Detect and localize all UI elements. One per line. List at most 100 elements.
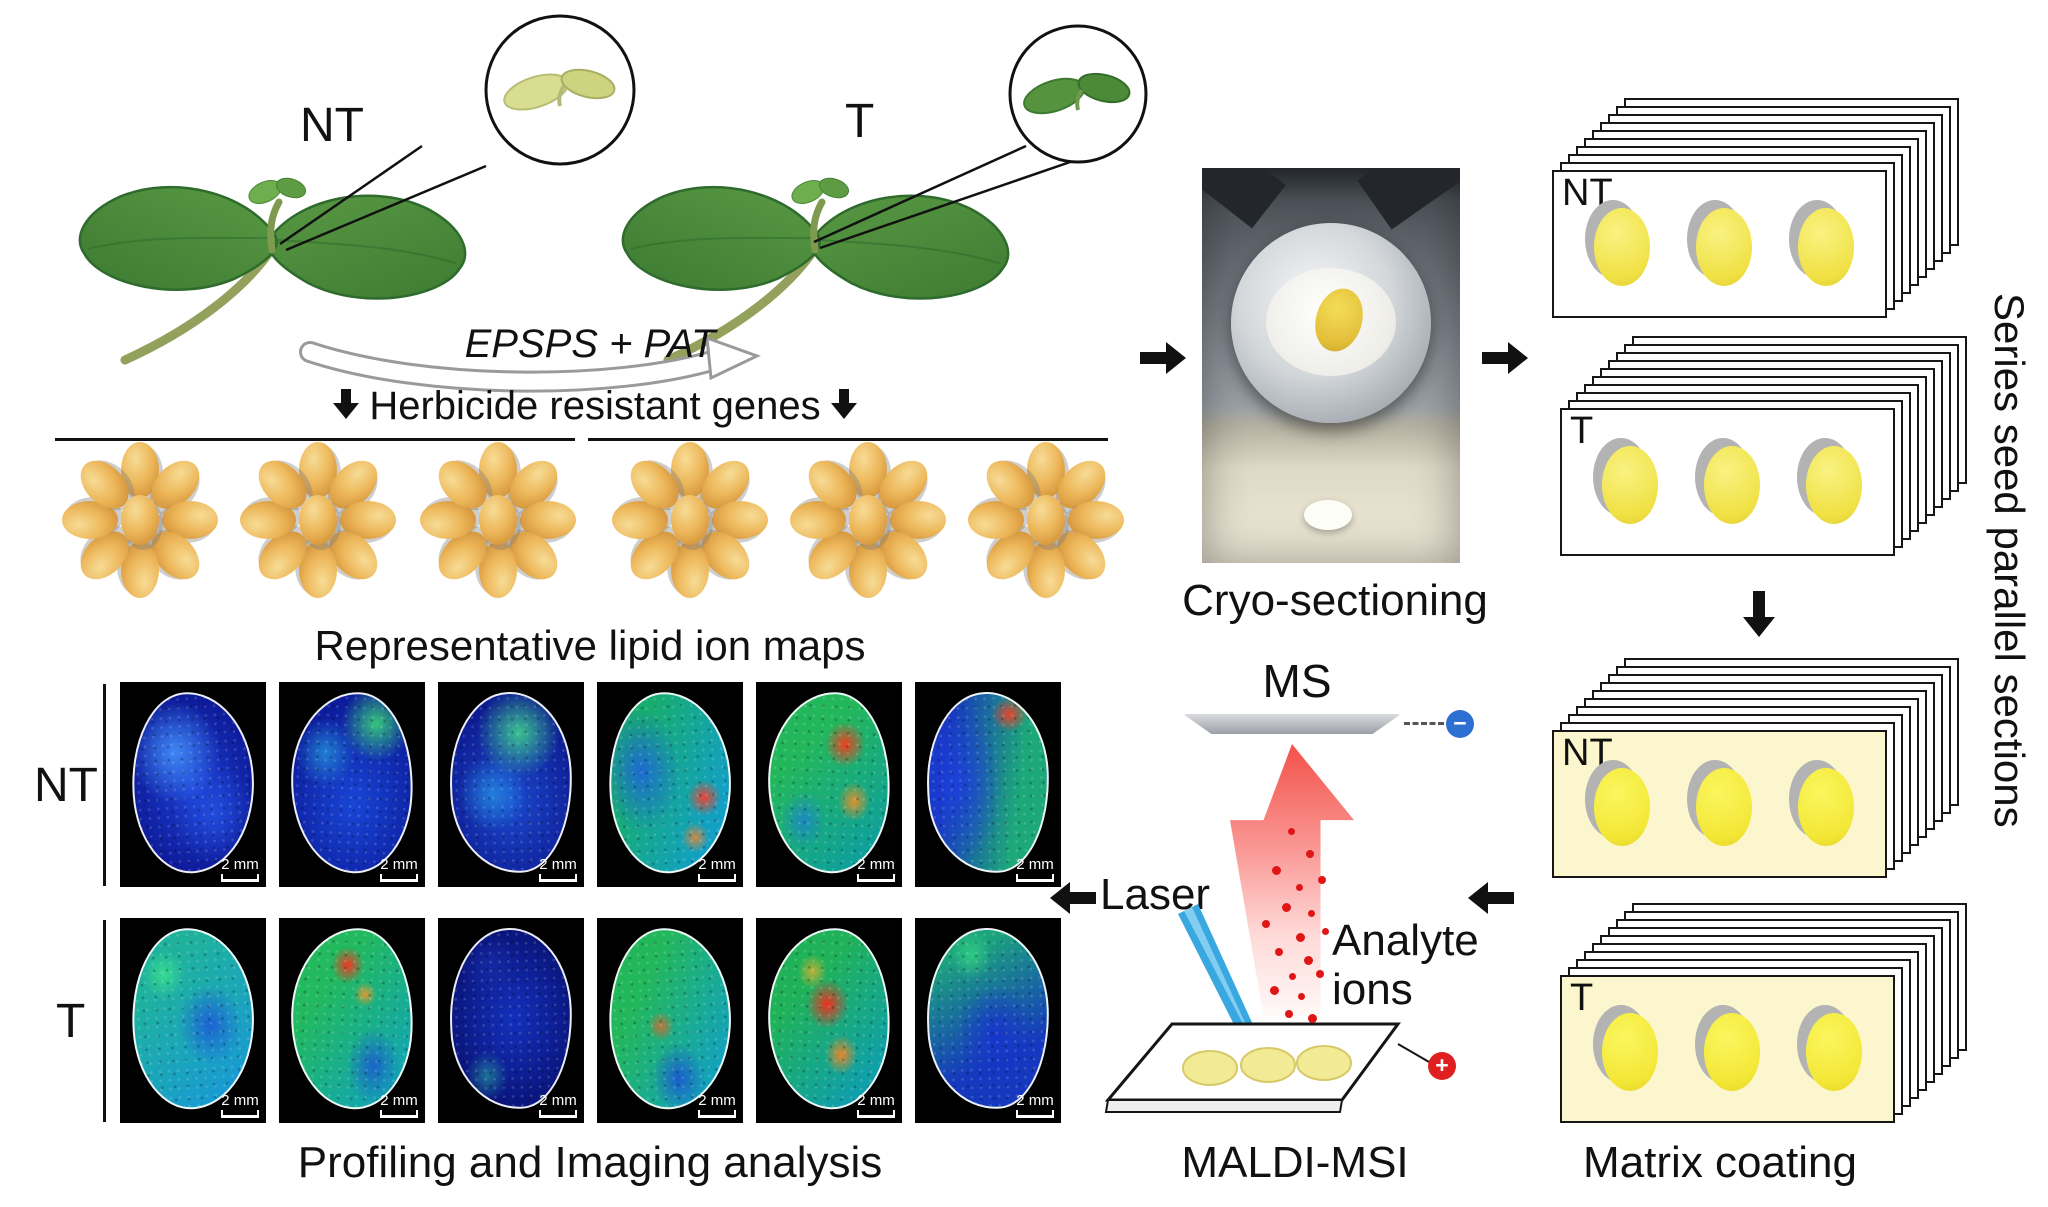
seed-section	[1797, 438, 1862, 524]
scale-bar-line	[221, 1110, 259, 1118]
t-divider-line	[588, 438, 1108, 441]
seed-section-oval	[1798, 768, 1854, 846]
slide-label: T	[1570, 410, 1594, 452]
scale-bar: 2 mm	[857, 857, 895, 882]
flow-arrow-right-icon	[1482, 342, 1528, 374]
scale-bar-line	[221, 874, 259, 882]
herbicide-label: Herbicide resistant genes	[369, 384, 821, 428]
lipid-map-nt-1: 2 mm	[120, 682, 266, 887]
scale-bar-line	[380, 874, 418, 882]
seed-section	[1593, 1005, 1658, 1091]
analyte-ion-dot	[1296, 884, 1303, 891]
scale-bar-line	[857, 874, 895, 882]
scale-bar: 2 mm	[539, 1093, 577, 1118]
seed-section-heatmap	[446, 925, 576, 1112]
analyte-line2: ions	[1332, 965, 1413, 1015]
seed-section-heatmap	[923, 689, 1053, 876]
scale-bar: 2 mm	[857, 1093, 895, 1118]
cryostat-arm	[1202, 168, 1286, 229]
analyte-ion-dot	[1270, 986, 1279, 995]
seed-section	[1797, 1005, 1862, 1091]
seed-section-oval	[1798, 208, 1854, 286]
seed-section	[1593, 438, 1658, 524]
seed-section-oval	[1696, 208, 1752, 286]
analyte-ion-dot	[1318, 876, 1326, 884]
profiling-caption: Profiling and Imaging analysis	[297, 1138, 883, 1187]
seed-section	[1687, 200, 1752, 286]
herbicide-row: Herbicide resistant genes	[170, 384, 1020, 429]
analyte-ion-dot	[1304, 956, 1313, 965]
nt-plant-label: NT	[300, 99, 364, 152]
flow-arrow-left-icon	[1468, 882, 1514, 914]
lipid-row-nt-label: NT	[34, 759, 98, 812]
scale-bar-line	[380, 1110, 418, 1118]
seed-section-oval	[1594, 208, 1650, 286]
seed-section	[1789, 760, 1854, 846]
scale-bar-line	[698, 1110, 736, 1118]
maldi-caption: MALDI-MSI	[1181, 1138, 1409, 1187]
scale-bar-label: 2 mm	[380, 1092, 418, 1109]
scale-bar-line	[1016, 874, 1054, 882]
series-sections-label: Series seed parallel sections	[1986, 292, 2033, 828]
scale-bar-label: 2 mm	[221, 856, 259, 873]
flow-arrow-right-icon	[1140, 342, 1186, 374]
down-arrow-icon	[333, 384, 360, 429]
scale-bar-line	[857, 1110, 895, 1118]
analyte-ion-dot	[1306, 850, 1314, 858]
nt-seed-cluster-2	[226, 438, 410, 602]
scale-bar: 2 mm	[1016, 857, 1054, 882]
seed-section-heatmap	[286, 924, 418, 1113]
seed-section-heatmap	[923, 925, 1053, 1112]
flow-arrow-left-icon	[1050, 882, 1096, 914]
gene-label: EPSPS + PAT	[464, 322, 716, 366]
analyte-ion-dot	[1272, 866, 1281, 875]
slide-front: T	[1560, 408, 1895, 556]
scale-bar-label: 2 mm	[698, 856, 736, 873]
lipid-maps-title: Representative lipid ion maps	[314, 622, 866, 669]
seed-section	[1585, 200, 1650, 286]
analyte-line1: Analyte	[1332, 916, 1479, 965]
t-seed-cluster-3	[954, 438, 1138, 602]
cathode-connector-line	[1404, 722, 1444, 725]
scale-bar-label: 2 mm	[698, 1092, 736, 1109]
seed-section-heatmap	[125, 687, 261, 878]
flow-arrow-down-icon	[1743, 591, 1775, 637]
scale-bar-line	[539, 1110, 577, 1118]
seed-section-oval	[1806, 446, 1862, 524]
scale-bar: 2 mm	[698, 857, 736, 882]
lipid-map-t-4: 2 mm	[597, 918, 743, 1123]
anode-plus-icon: +	[1428, 1052, 1456, 1080]
seed-section	[1695, 438, 1760, 524]
lipid-map-t-5: 2 mm	[756, 918, 902, 1123]
analyte-ion-dot	[1322, 928, 1329, 935]
scale-bar-line	[539, 874, 577, 882]
trimmed-section	[1304, 500, 1352, 530]
analyte-ion-dot	[1289, 973, 1296, 980]
seed-section-oval	[1806, 1013, 1862, 1091]
slide-stack-sections-t: T	[1560, 336, 1971, 560]
seed-section-heatmap	[602, 687, 738, 878]
scale-bar: 2 mm	[380, 1093, 418, 1118]
scale-bar: 2 mm	[221, 857, 259, 882]
lipid-map-nt-3: 2 mm	[438, 682, 584, 887]
analyte-ion-dot	[1282, 903, 1291, 912]
scale-bar-line	[698, 874, 736, 882]
scale-bar-label: 2 mm	[380, 856, 418, 873]
t-leaf-inset	[813, 24, 1148, 250]
seed-section-oval	[1704, 1013, 1760, 1091]
seed-section-heatmap	[763, 688, 895, 877]
lipid-map-nt-4: 2 mm	[597, 682, 743, 887]
scale-bar: 2 mm	[1016, 1093, 1054, 1118]
seed-section-oval	[1602, 446, 1658, 524]
analyte-ion-dot	[1288, 828, 1295, 835]
nt-seed-cluster-1	[48, 438, 232, 602]
seed-section-oval	[1594, 768, 1650, 846]
lipid-map-nt-5: 2 mm	[756, 682, 902, 887]
ms-label: MS	[1262, 655, 1332, 707]
lipid-map-nt-2: 2 mm	[279, 682, 425, 887]
maldi-target-slide	[1104, 1022, 1437, 1113]
lipid-map-t-1: 2 mm	[120, 918, 266, 1123]
slide-front: NT	[1552, 170, 1887, 318]
nt-divider-line	[55, 438, 575, 441]
